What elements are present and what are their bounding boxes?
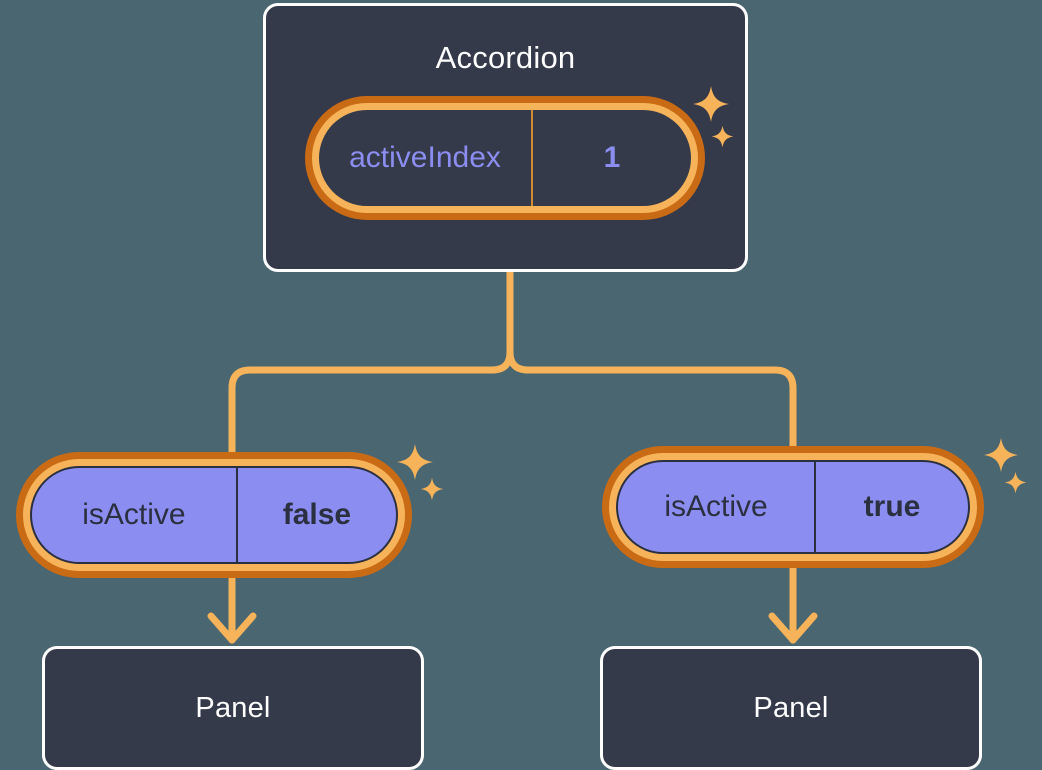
pill-body: isActive false: [30, 466, 398, 564]
state-pill-key: activeIndex: [319, 110, 534, 206]
state-pill-active-index[interactable]: activeIndex 1: [305, 96, 705, 220]
panel-component-node-left[interactable]: Panel: [42, 646, 424, 770]
wire-split-to-left-pill: [228, 348, 514, 456]
prop-pill-key: isActive: [32, 468, 238, 562]
sparkle-large-icon: [983, 437, 1019, 473]
panel-title: Panel: [753, 691, 829, 724]
sparkle-small-icon: [711, 125, 734, 148]
panel-title: Panel: [195, 691, 271, 724]
arrowhead-right: [768, 612, 818, 644]
accordion-title: Accordion: [435, 40, 576, 75]
pill-highlight-ring: isActive false: [23, 459, 405, 571]
prop-pill-value: false: [282, 498, 352, 531]
sparkle-small-icon: [1004, 471, 1027, 494]
panel-component-node-right[interactable]: Panel: [600, 646, 982, 770]
prop-pill-is-active-right[interactable]: isActive true: [602, 446, 984, 568]
sparkle-small-icon: [420, 477, 444, 501]
pill-highlight-ring: activeIndex 1: [312, 103, 698, 213]
pill-highlight-ring: isActive true: [609, 453, 977, 561]
sparkle-large-icon: [396, 443, 434, 481]
state-pill-value: 1: [603, 141, 621, 174]
sparkle-large-icon: [692, 85, 730, 123]
arrowhead-left: [207, 612, 257, 644]
pill-body: isActive true: [616, 460, 970, 554]
pill-body: activeIndex 1: [319, 110, 691, 206]
prop-pill-value: true: [863, 490, 921, 523]
wire-split-to-right-pill: [506, 348, 797, 450]
prop-pill-is-active-left[interactable]: isActive false: [16, 452, 412, 578]
prop-pill-key: isActive: [618, 462, 816, 552]
